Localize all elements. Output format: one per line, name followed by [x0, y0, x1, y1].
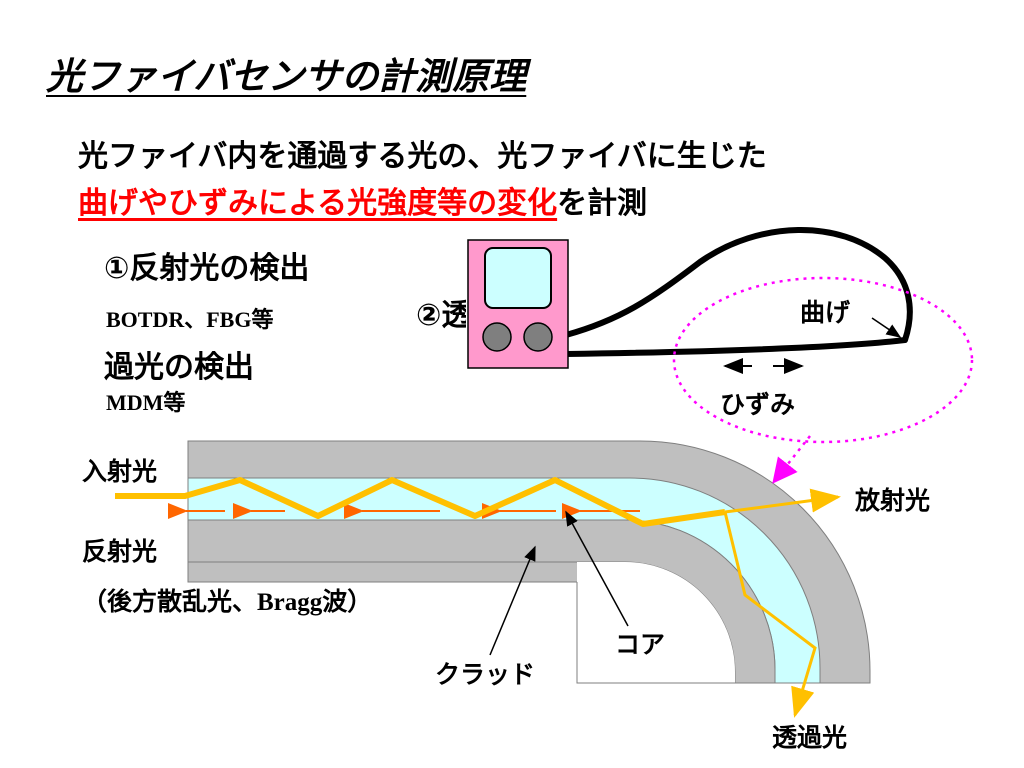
- method-1-examples: BOTDR、FBG等: [106, 307, 274, 332]
- bend-pointer: [871, 317, 902, 338]
- backscatter-note: （後方散乱光、Bragg波）: [82, 589, 373, 616]
- incident-light-path: [115, 477, 726, 527]
- magnifier-ellipse: [672, 276, 974, 444]
- method-2-title: 過光の検出: [104, 350, 254, 385]
- method-2-examples: MDM等: [106, 390, 186, 415]
- sensor-fiber-loop: [565, 227, 913, 357]
- incident-light-label: 入射光: [82, 457, 158, 486]
- cladding-pointer: [489, 545, 536, 656]
- description-text-1: 光ファイバ内を通過する光の、光ファイバに生じた: [78, 139, 767, 174]
- transmitted-light-label: 透過光: [772, 723, 848, 752]
- strain-label: ひずみ: [720, 390, 796, 419]
- description-line-2: 曲げやひずみによる光強度等の変化を計測: [78, 178, 647, 222]
- transmitted-light-path: [723, 511, 817, 718]
- method-2-title-visible: ②透: [416, 298, 466, 333]
- radiated-light-label: 放射光: [855, 486, 931, 515]
- description-line-1: 光ファイバ内を通過する光の、光ファイバに生じた: [78, 131, 767, 175]
- core-pointer: [565, 510, 629, 627]
- cladding-label: クラッド: [435, 660, 536, 689]
- description-highlight: 曲げやひずみによる光強度等の変化: [78, 186, 558, 221]
- reflected-light-label: 反射光: [82, 537, 158, 566]
- slide-title: 光ファイバセンサの計測原理: [46, 55, 527, 98]
- method-1-title: ①反射光の検出: [104, 251, 310, 286]
- core-label: コア: [615, 630, 666, 659]
- measuring-device: [467, 239, 569, 369]
- radiated-light-arrow: [724, 488, 841, 514]
- bend-label: 曲げ: [800, 298, 851, 327]
- description-rest: を計測: [557, 186, 648, 221]
